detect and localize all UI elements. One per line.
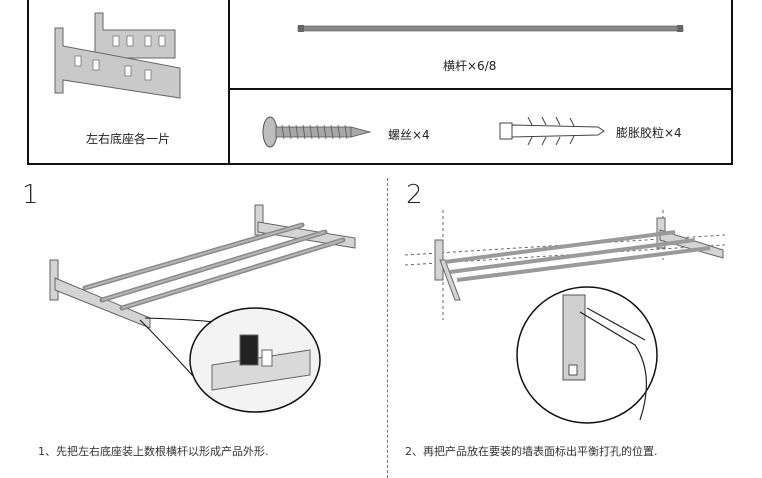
step-2-rack-illustration: [404, 210, 726, 424]
wall-anchor-icon: [499, 116, 605, 146]
step-2-text: 2、再把产品放在要装的墙表面标出平衡打孔的位置.: [405, 445, 658, 458]
step-1-number: 1: [22, 180, 39, 210]
rod-illustration: [297, 25, 684, 32]
step-1-rack-illustration: [49, 204, 356, 413]
step-1-text: 1、先把左右底座装上数根横杆以形成产品外形.: [38, 445, 269, 458]
screw-icon: [262, 116, 372, 148]
wall-anchor-label: 膨胀胶粒×4: [616, 126, 682, 140]
step-2-number: 2: [406, 180, 423, 210]
parts-table: [27, 0, 733, 165]
rod-label: 横杆×6/8: [443, 59, 497, 73]
brackets-illustration: [54, 12, 181, 99]
brackets-label: 左右底座各一片: [86, 132, 171, 146]
steps-divider: [387, 178, 388, 478]
screw-label: 螺丝×4: [388, 128, 430, 142]
parts-table-divider-horizontal: [229, 88, 733, 90]
parts-table-divider-vertical: [228, 0, 230, 165]
